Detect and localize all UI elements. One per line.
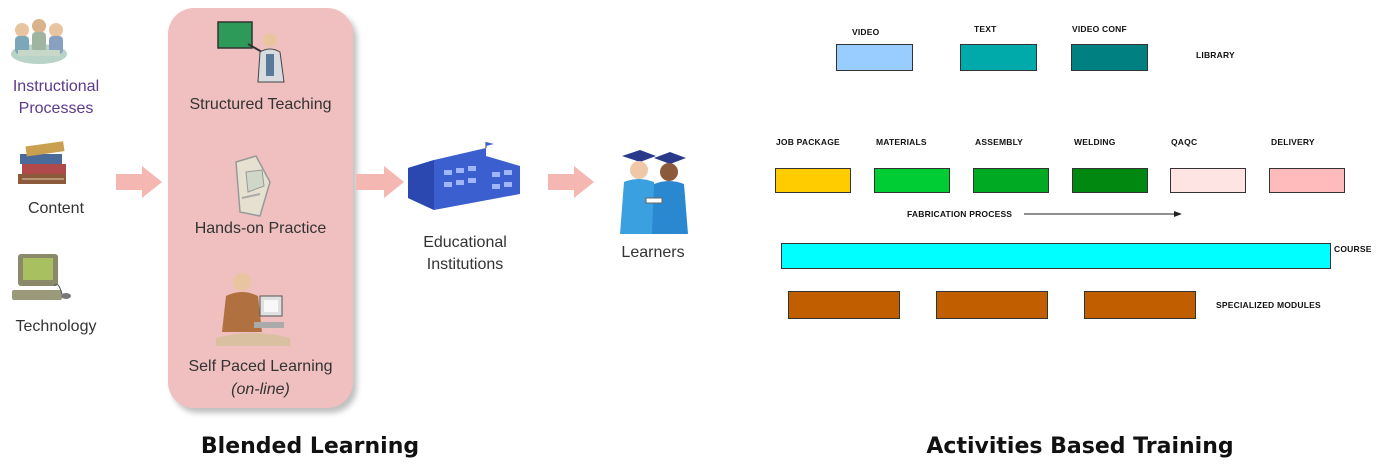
video-conf-box bbox=[1071, 44, 1148, 71]
course-bar bbox=[781, 243, 1331, 269]
fabrication-process-label: FABRICATION PROCESS bbox=[907, 209, 1013, 219]
instructional-processes-line1: Instructional bbox=[12, 78, 100, 95]
structured-teaching-icon bbox=[212, 18, 294, 90]
delivery-label: DELIVERY bbox=[1271, 137, 1315, 147]
video-label: VIDEO bbox=[852, 27, 880, 37]
specialized-module-box bbox=[936, 291, 1048, 319]
video-box bbox=[836, 44, 913, 71]
arrow-institutions-to-learners bbox=[548, 166, 594, 203]
job-package-box bbox=[775, 168, 851, 193]
job-package-label: JOB PACKAGE bbox=[776, 137, 840, 147]
qaqc-box bbox=[1170, 168, 1246, 193]
structured-teaching-label: Structured Teaching bbox=[189, 96, 332, 113]
hands-on-practice-icon bbox=[226, 152, 284, 222]
on-line-sublabel: (on-line) bbox=[231, 381, 290, 398]
instructional-processes-icon bbox=[8, 8, 70, 68]
text-label: TEXT bbox=[974, 24, 997, 34]
institutions-line2: Institutions bbox=[426, 256, 504, 273]
arrow-inputs-to-panel bbox=[116, 166, 162, 203]
content-books-icon bbox=[14, 140, 72, 188]
instructional-processes-label: Instructional Processes bbox=[4, 76, 108, 120]
content-label: Content bbox=[27, 200, 85, 217]
arrow-panel-to-institutions bbox=[356, 166, 404, 203]
assembly-box bbox=[973, 168, 1049, 193]
welding-label: WELDING bbox=[1074, 137, 1116, 147]
text-box bbox=[960, 44, 1037, 71]
educational-institutions-icon bbox=[404, 142, 524, 218]
course-label: COURSE bbox=[1334, 244, 1372, 254]
library-label: LIBRARY bbox=[1196, 50, 1235, 60]
institutions-line1: Educational bbox=[423, 234, 507, 251]
learners-label: Learners bbox=[621, 244, 685, 261]
activities-based-training-caption: Activities Based Training bbox=[926, 434, 1234, 459]
technology-label: Technology bbox=[15, 318, 97, 335]
welding-box bbox=[1072, 168, 1148, 193]
specialized-modules-label: SPECIALIZED MODULES bbox=[1216, 300, 1321, 310]
materials-box bbox=[874, 168, 950, 193]
learners-graduates-icon bbox=[612, 148, 694, 238]
video-conf-label: VIDEO CONF bbox=[1072, 24, 1127, 34]
materials-label: MATERIALS bbox=[876, 137, 927, 147]
instructional-processes-line2: Processes bbox=[18, 100, 94, 117]
specialized-module-box bbox=[1084, 291, 1196, 319]
self-paced-learning-label: Self Paced Learning bbox=[188, 358, 333, 375]
blended-learning-caption: Blended Learning bbox=[200, 434, 420, 459]
self-paced-learning-icon bbox=[212, 266, 294, 352]
qaqc-label: QAQC bbox=[1171, 137, 1198, 147]
fabrication-process-arrow bbox=[1024, 206, 1184, 224]
specialized-module-box bbox=[788, 291, 900, 319]
educational-institutions-label: Educational Institutions bbox=[410, 232, 520, 276]
delivery-box bbox=[1269, 168, 1345, 193]
hands-on-practice-label: Hands-on Practice bbox=[194, 220, 327, 237]
technology-computer-icon bbox=[8, 250, 74, 308]
assembly-label: ASSEMBLY bbox=[975, 137, 1024, 147]
